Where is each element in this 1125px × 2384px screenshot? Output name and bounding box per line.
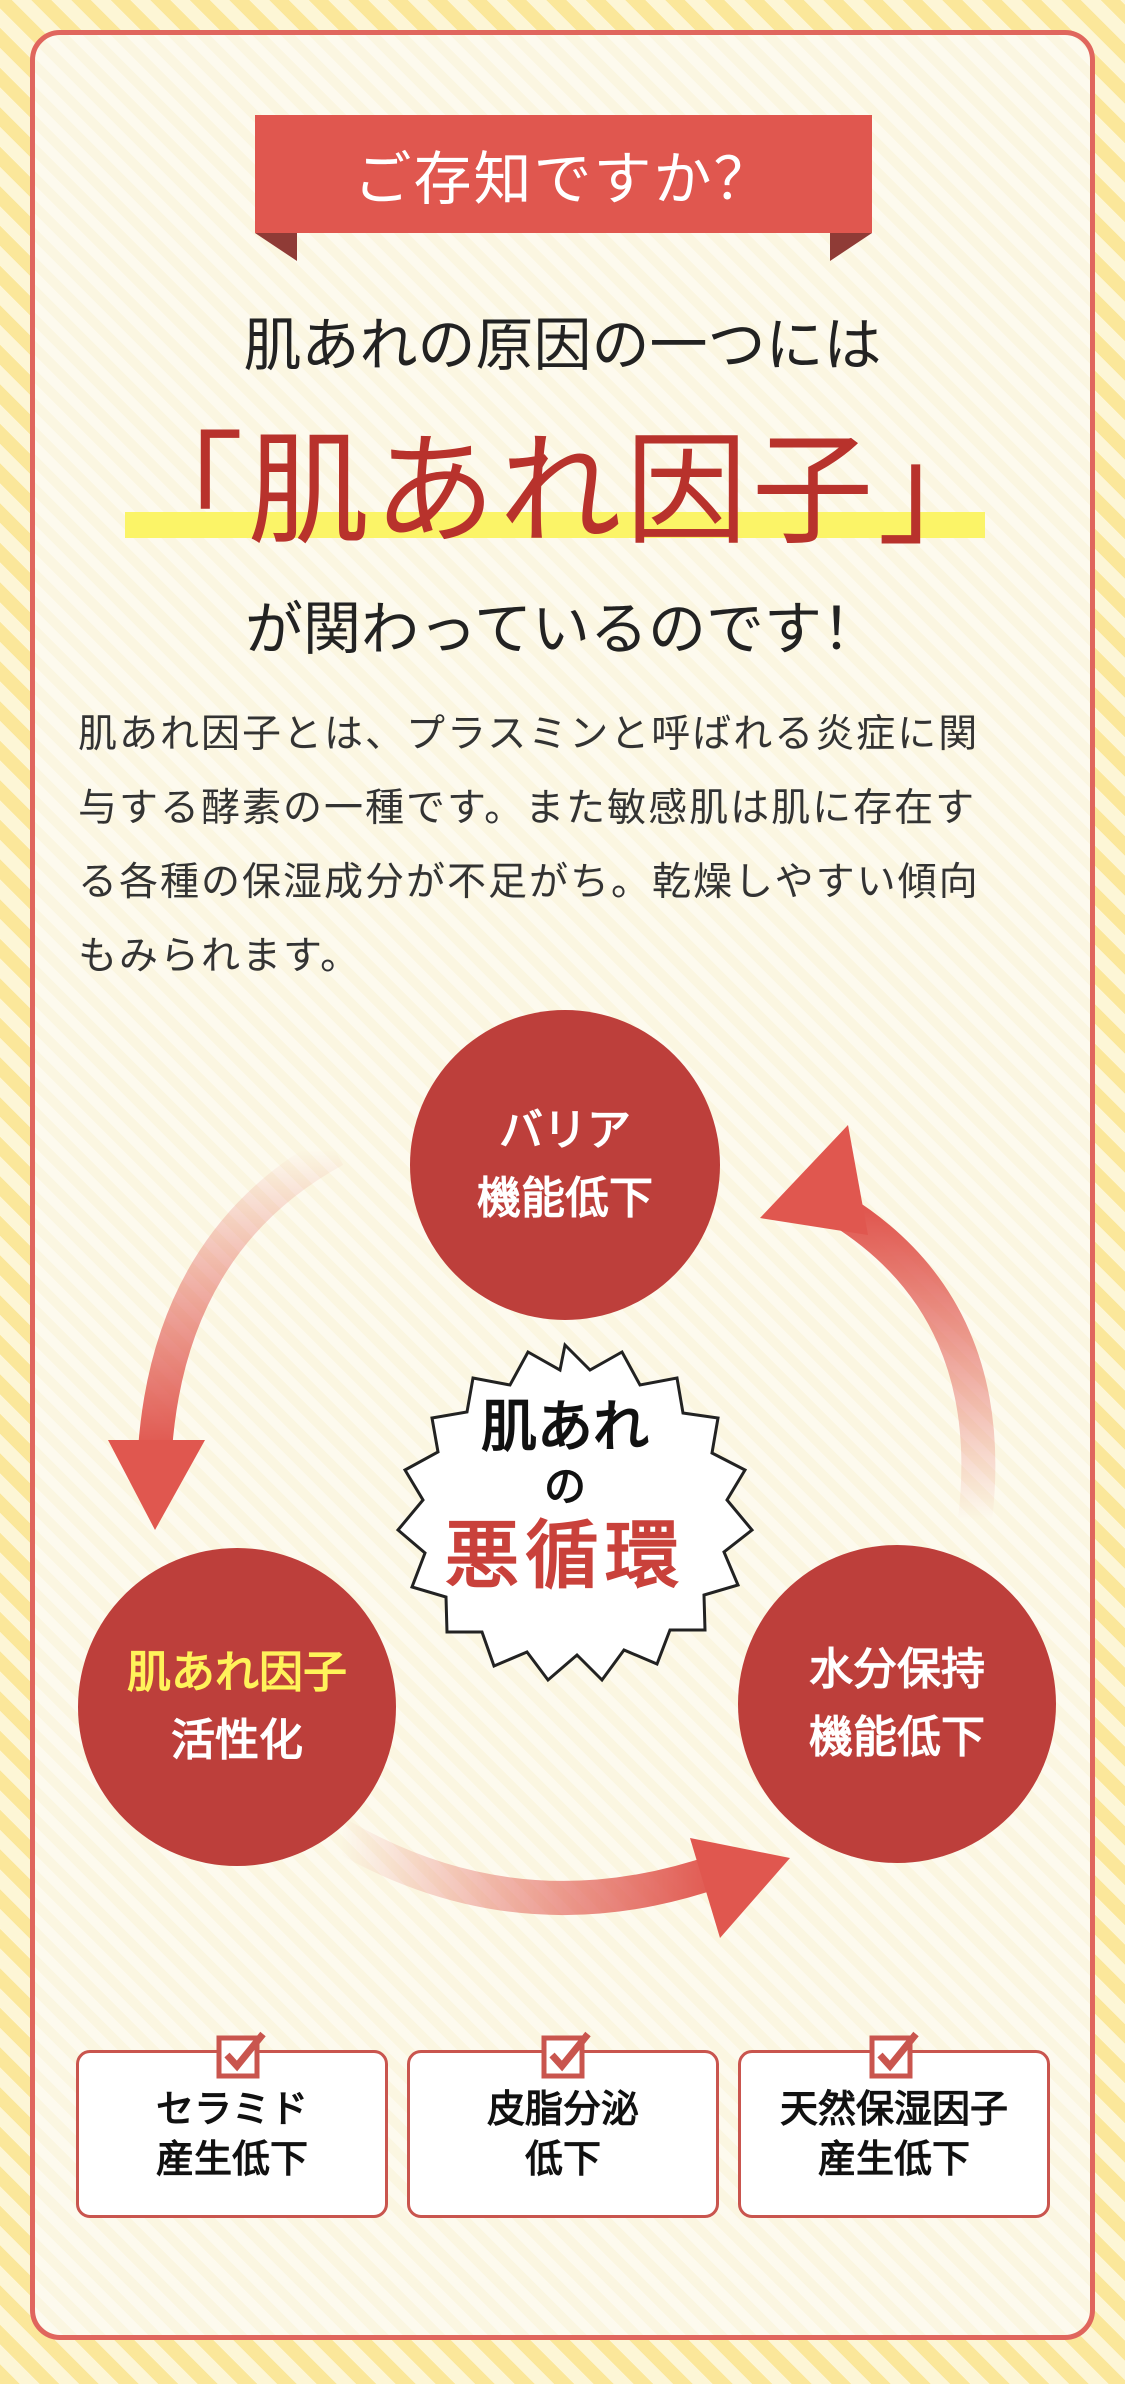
center-line3: 悪循環 [445, 1513, 685, 1599]
arrow-icon [108, 1440, 205, 1530]
box-line: セラミド [155, 2087, 308, 2131]
arrow-icon [331, 1820, 726, 1915]
circle-label: 機能低下 [809, 1712, 985, 1763]
center-label: 肌あれ の 悪循環 [400, 1395, 730, 1599]
circle-label: 水分保持 [809, 1644, 985, 1695]
body-paragraph: 肌あれ因子とは、プラスミンと呼ばれる炎症に関 与する酵素の一種です。また敏感肌は… [78, 698, 1058, 994]
body-line: 与する酵素の一種です。また敏感肌は肌に存在す [78, 786, 977, 831]
checkbox-icon [216, 2031, 266, 2079]
body-line: 肌あれ因子とは、プラスミンと呼ばれる炎症に関 [78, 712, 980, 757]
circle-label: バリア [499, 1105, 631, 1156]
circle-label: 活性化 [171, 1715, 303, 1766]
circle-factor: 肌あれ因子 活性化 [78, 1548, 396, 1866]
ribbon-fold-right [830, 233, 872, 261]
headline-line1: 肌あれの原因の一つには [243, 311, 882, 379]
circle-label: 機能低下 [477, 1173, 653, 1224]
box-line: 天然保湿因子 [779, 2087, 1008, 2131]
circle-moisture: 水分保持 機能低下 [738, 1545, 1056, 1863]
body-line: もみられます。 [78, 934, 362, 979]
box-line: 産生低下 [817, 2137, 970, 2181]
arrow-icon [760, 1125, 868, 1235]
headline-line3: が関わっているのです！ [244, 595, 881, 663]
center-line1: 肌あれ [481, 1395, 649, 1460]
ribbon-fold-left [255, 233, 297, 261]
center-line2: の [543, 1462, 586, 1511]
arrow-icon [690, 1838, 790, 1938]
headline-highlight [125, 512, 985, 538]
box-line: 低下 [524, 2137, 601, 2181]
checkbox-icon [869, 2031, 919, 2079]
arrow-icon [830, 1195, 996, 1523]
checkbox-icon [541, 2031, 591, 2079]
circle-barrier: バリア 機能低下 [410, 1010, 720, 1320]
box-line: 産生低下 [155, 2137, 308, 2181]
ribbon-label: ご存知ですか？ [255, 115, 872, 233]
body-line: る各種の保湿成分が不足がち。乾燥しやすい傾向 [78, 860, 980, 905]
burst-shape [395, 1341, 755, 1683]
ribbon-banner: ご存知ですか？ [255, 115, 872, 261]
circle-label: 肌あれ因子 [127, 1647, 347, 1698]
box-line: 皮脂分泌 [486, 2087, 639, 2131]
headline-line2: 「肌あれ因子」 [121, 420, 1004, 562]
arrow-icon [138, 1135, 344, 1452]
